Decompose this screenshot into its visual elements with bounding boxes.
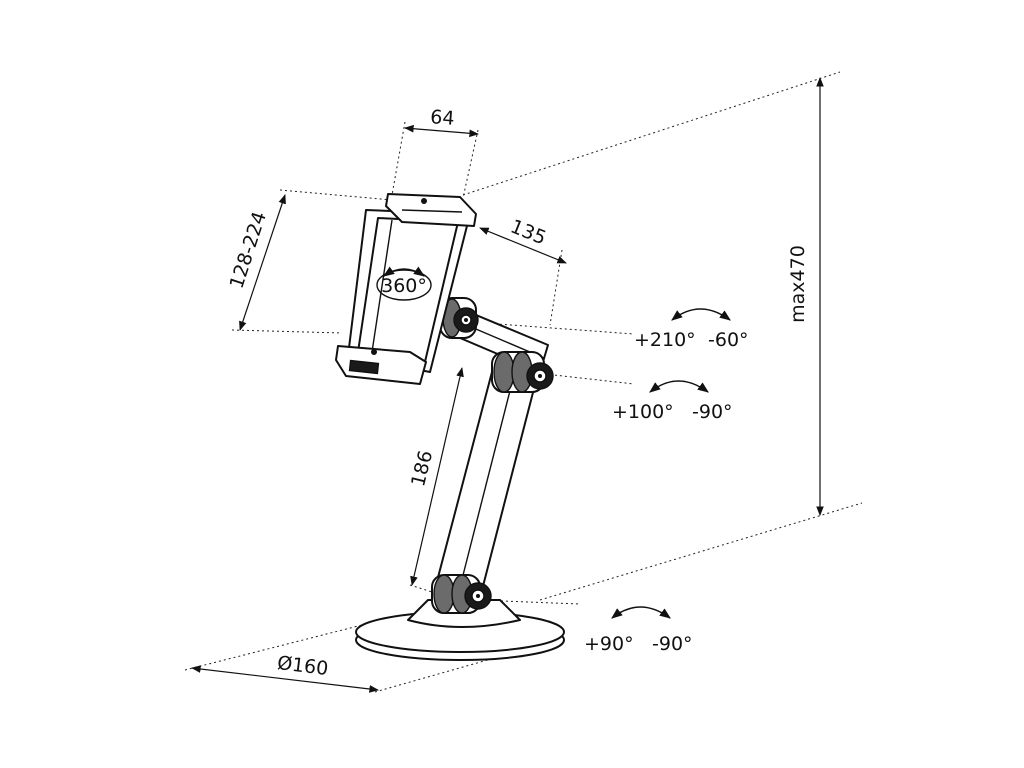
label-clamp-height: 128-224 — [226, 209, 271, 291]
dimline-upper-arm — [479, 227, 567, 264]
lower-arm — [435, 371, 538, 591]
base-joint — [431, 574, 492, 614]
rotation-base-minus: -90° — [652, 633, 693, 655]
rotation-middle-plus: +100° — [612, 401, 674, 423]
rotation-head-label: 360° — [381, 275, 427, 297]
dimline-clamp-height — [239, 194, 286, 331]
rotation-upper-minus: -60° — [708, 329, 749, 351]
rotation-base-joint: +90° -90° — [584, 606, 693, 655]
rotation-middle-joint: +100° -90° — [612, 380, 733, 423]
label-lower-arm: 186 — [407, 448, 437, 489]
dimension-lines — [191, 77, 824, 693]
middle-joint — [491, 351, 554, 393]
rotation-head: 360° — [376, 266, 432, 301]
label-upper-arm: 135 — [507, 215, 549, 249]
tablet-clamp — [335, 193, 477, 385]
label-base-diameter: Ø160 — [276, 652, 330, 680]
rotation-base-plus: +90° — [584, 633, 634, 655]
extension-lines — [184, 71, 863, 693]
rotation-upper-plus: +210° — [634, 329, 696, 351]
label-max-height: max470 — [787, 245, 809, 323]
label-clamp-width: 64 — [430, 106, 456, 130]
dimline-lower-arm — [410, 367, 464, 586]
rotation-upper-joint: +210° -60° — [634, 308, 749, 351]
dimline-clamp-width — [404, 124, 479, 138]
head-joint — [439, 297, 479, 339]
dimline-base-diameter — [191, 665, 379, 693]
rotation-middle-minus: -90° — [692, 401, 733, 423]
